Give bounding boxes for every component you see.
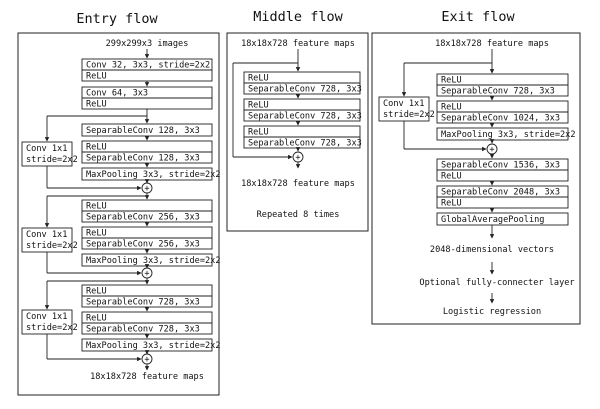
- entry-block1-shortcut-stride-label: stride=2x2: [26, 155, 78, 165]
- add-symbol: +: [144, 269, 149, 279]
- entry-block3-relu1-label: ReLU: [86, 287, 107, 297]
- entry-block3-shortcut-label: Conv 1x1: [26, 312, 67, 322]
- middle-input-label: 18x18x728 feature maps: [241, 39, 355, 49]
- exit-flow-title: Exit flow: [441, 9, 515, 25]
- exit-sep3-label: SeparableConv 1536, 3x3: [441, 161, 560, 171]
- exit-shortcut-stride-label: stride=2x2: [383, 110, 435, 120]
- entry-conv32-relu-label: ReLU: [86, 72, 107, 82]
- entry-block2-pool-label: MaxPooling 3x3, stride=2x2: [86, 256, 221, 266]
- entry-block3-shortcut-stride-label: stride=2x2: [26, 323, 78, 333]
- exit-pool-box: [436, 127, 569, 141]
- exit-sep2-label: SeparableConv 1024, 3x3: [441, 114, 560, 124]
- add-symbol: +: [295, 153, 300, 163]
- exit-sep4-label: SeparableConv 2048, 3x3: [441, 188, 560, 198]
- middle-layer1-sep-label: SeparableConv 728, 3x3: [248, 85, 362, 95]
- entry-block2-sep2-label: SeparableConv 256, 3x3: [86, 240, 200, 250]
- add-symbol: +: [144, 184, 149, 194]
- middle-flow-title: Middle flow: [253, 9, 343, 25]
- entry-conv32-label: Conv 32, 3x3, stride=2x2: [86, 61, 210, 71]
- exit-sep1-label: SeparableConv 728, 3x3: [441, 87, 555, 97]
- exit-shortcut-label: Conv 1x1: [383, 99, 424, 109]
- entry-conv64-label: Conv 64, 3x3: [86, 89, 148, 99]
- middle-layer1-relu-label: ReLU: [248, 74, 269, 84]
- entry-block2-relu2-label: ReLU: [86, 229, 107, 239]
- entry-input-label: 299x299x3 images: [106, 39, 189, 49]
- entry-block3-relu2-label: ReLU: [86, 314, 107, 324]
- entry-conv64-relu-label: ReLU: [86, 100, 107, 110]
- exit-gap-box: [436, 212, 569, 226]
- add-symbol: +: [144, 355, 149, 365]
- entry-flow-title: Entry flow: [76, 11, 158, 27]
- entry-block3-shortcut-box: [21, 309, 73, 335]
- middle-layer3-relu-label: ReLU: [248, 128, 269, 138]
- entry-block2-shortcut-stride-label: stride=2x2: [26, 241, 78, 251]
- exit-gap-label: GlobalAveragePooling: [441, 215, 544, 225]
- exit-relu1-label: ReLU: [441, 76, 462, 86]
- entry-block1-sep2-label: SeparableConv 128, 3x3: [86, 154, 200, 164]
- entry-block3-pool-label: MaxPooling 3x3, stride=2x2: [86, 341, 221, 351]
- exit-relu4-label: ReLU: [441, 199, 462, 209]
- middle-output-label: 18x18x728 feature maps: [241, 179, 355, 189]
- exit-fc-label: Optional fully-connecter layer: [419, 278, 574, 288]
- entry-block2-relu1-label: ReLU: [86, 202, 107, 212]
- exit-logistic-label: Logistic regression: [443, 307, 541, 317]
- exit-shortcut-box: [378, 96, 430, 122]
- exit-relu3-label: ReLU: [441, 172, 462, 182]
- add-symbol: +: [489, 145, 494, 155]
- entry-block2-sep1-label: SeparableConv 256, 3x3: [86, 213, 200, 223]
- entry-block1-sep1-label: SeparableConv 128, 3x3: [86, 126, 200, 136]
- exit-pool-label: MaxPooling 3x3, stride=2x2: [441, 130, 576, 140]
- entry-block3-sep1-label: SeparableConv 728, 3x3: [86, 298, 200, 308]
- entry-block1-pool-label: MaxPooling 3x3, stride=2x2: [86, 170, 221, 180]
- entry-block1-shortcut-box: [21, 141, 73, 167]
- entry-block1-relu-label: ReLU: [86, 143, 107, 153]
- entry-block1-shortcut-label: Conv 1x1: [26, 144, 67, 154]
- entry-block2-shortcut-label: Conv 1x1: [26, 230, 67, 240]
- middle-repeat-label: Repeated 8 times: [257, 210, 340, 220]
- exit-input-label: 18x18x728 feature maps: [435, 39, 549, 49]
- entry-block2-shortcut-box: [21, 227, 73, 253]
- middle-layer3-sep-label: SeparableConv 728, 3x3: [248, 139, 362, 149]
- entry-block3-sep2-label: SeparableConv 728, 3x3: [86, 325, 200, 335]
- middle-layer2-sep-label: SeparableConv 728, 3x3: [248, 112, 362, 122]
- entry-output-label: 18x18x728 feature maps: [90, 372, 204, 382]
- exit-relu2-label: ReLU: [441, 103, 462, 113]
- middle-layer2-relu-label: ReLU: [248, 101, 269, 111]
- exit-vectors-label: 2048-dimensional vectors: [430, 245, 554, 255]
